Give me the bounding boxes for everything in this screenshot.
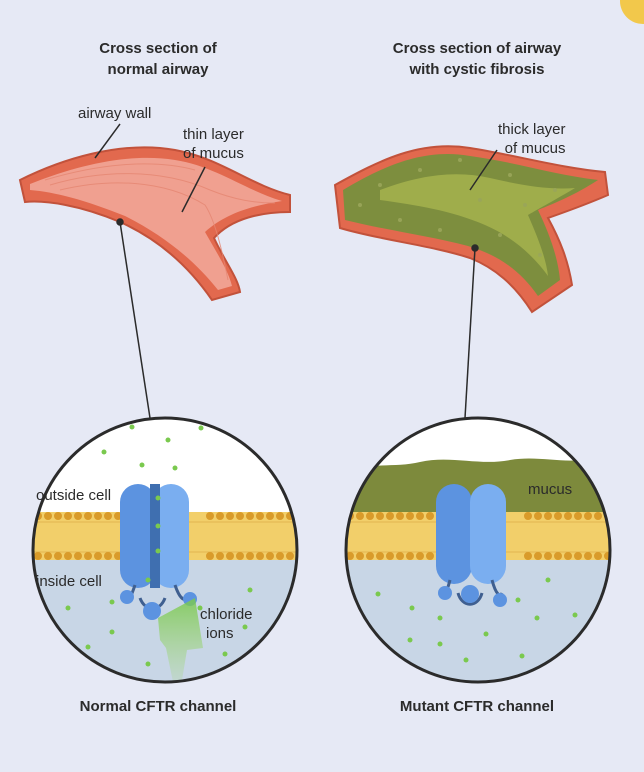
airway-lumen — [30, 157, 282, 290]
thin-mucus-label: thin layer of mucus — [183, 125, 244, 163]
cf-airway-title: Cross section of airway with cystic fibr… — [347, 38, 607, 80]
ion-flow-arrow — [158, 598, 203, 682]
thick-mucus-label: thick layer of mucus — [498, 120, 566, 158]
thick-mucus-line2: of mucus — [504, 140, 566, 157]
mutant-cftr-caption: Mutant CFTR channel — [399, 698, 555, 715]
cf-title-line2: with cystic fibrosis — [409, 61, 545, 78]
chloride-ion-icon-right — [375, 577, 578, 663]
mutant-zoom-view — [346, 418, 610, 682]
zoom-connector-left — [119, 221, 151, 419]
airway-wall-leader — [94, 123, 121, 159]
thin-mucus-leader — [181, 166, 206, 213]
mucus-zoom-layer — [346, 458, 610, 512]
chloride-line2: ions — [206, 625, 234, 642]
inside-cell-label: inside cell — [36, 573, 102, 590]
normal-title-line1: Cross section of — [99, 40, 217, 57]
normal-zoom-view — [33, 418, 297, 682]
thin-mucus-line2: of mucus — [183, 145, 244, 162]
mucus-highlight — [380, 174, 575, 276]
thick-mucus-leader — [469, 149, 498, 191]
zoom-connector-right — [464, 247, 476, 419]
membrane-heads-right — [346, 512, 610, 560]
chloride-line1: chloride — [200, 606, 253, 623]
mucus-zoom-label: mucus — [528, 481, 573, 498]
normal-airway — [18, 146, 291, 302]
normal-zoom-circle — [31, 416, 299, 684]
airway-wall-label: airway wall — [78, 105, 152, 122]
normal-cftr-caption: Normal CFTR channel — [79, 698, 237, 715]
chloride-ions-label: chloride ions — [200, 605, 253, 643]
outside-cell-label: outside cell — [36, 487, 112, 504]
mutant-cftr-channel-icon — [436, 484, 507, 607]
cf-airway — [333, 145, 610, 314]
chloride-ion-icon — [65, 424, 253, 667]
cftr-channel-icon — [120, 484, 197, 620]
cf-title-line1: Cross section of airway — [392, 40, 562, 57]
normal-title-line2: normal airway — [107, 61, 209, 78]
normal-airway-title: Cross section of normal airway — [28, 38, 288, 80]
membrane-heads-left — [34, 512, 294, 560]
thick-mucus-line1: thick layer — [498, 121, 566, 138]
mutant-zoom-circle — [344, 416, 612, 684]
thin-mucus-line1: thin layer — [183, 126, 244, 143]
